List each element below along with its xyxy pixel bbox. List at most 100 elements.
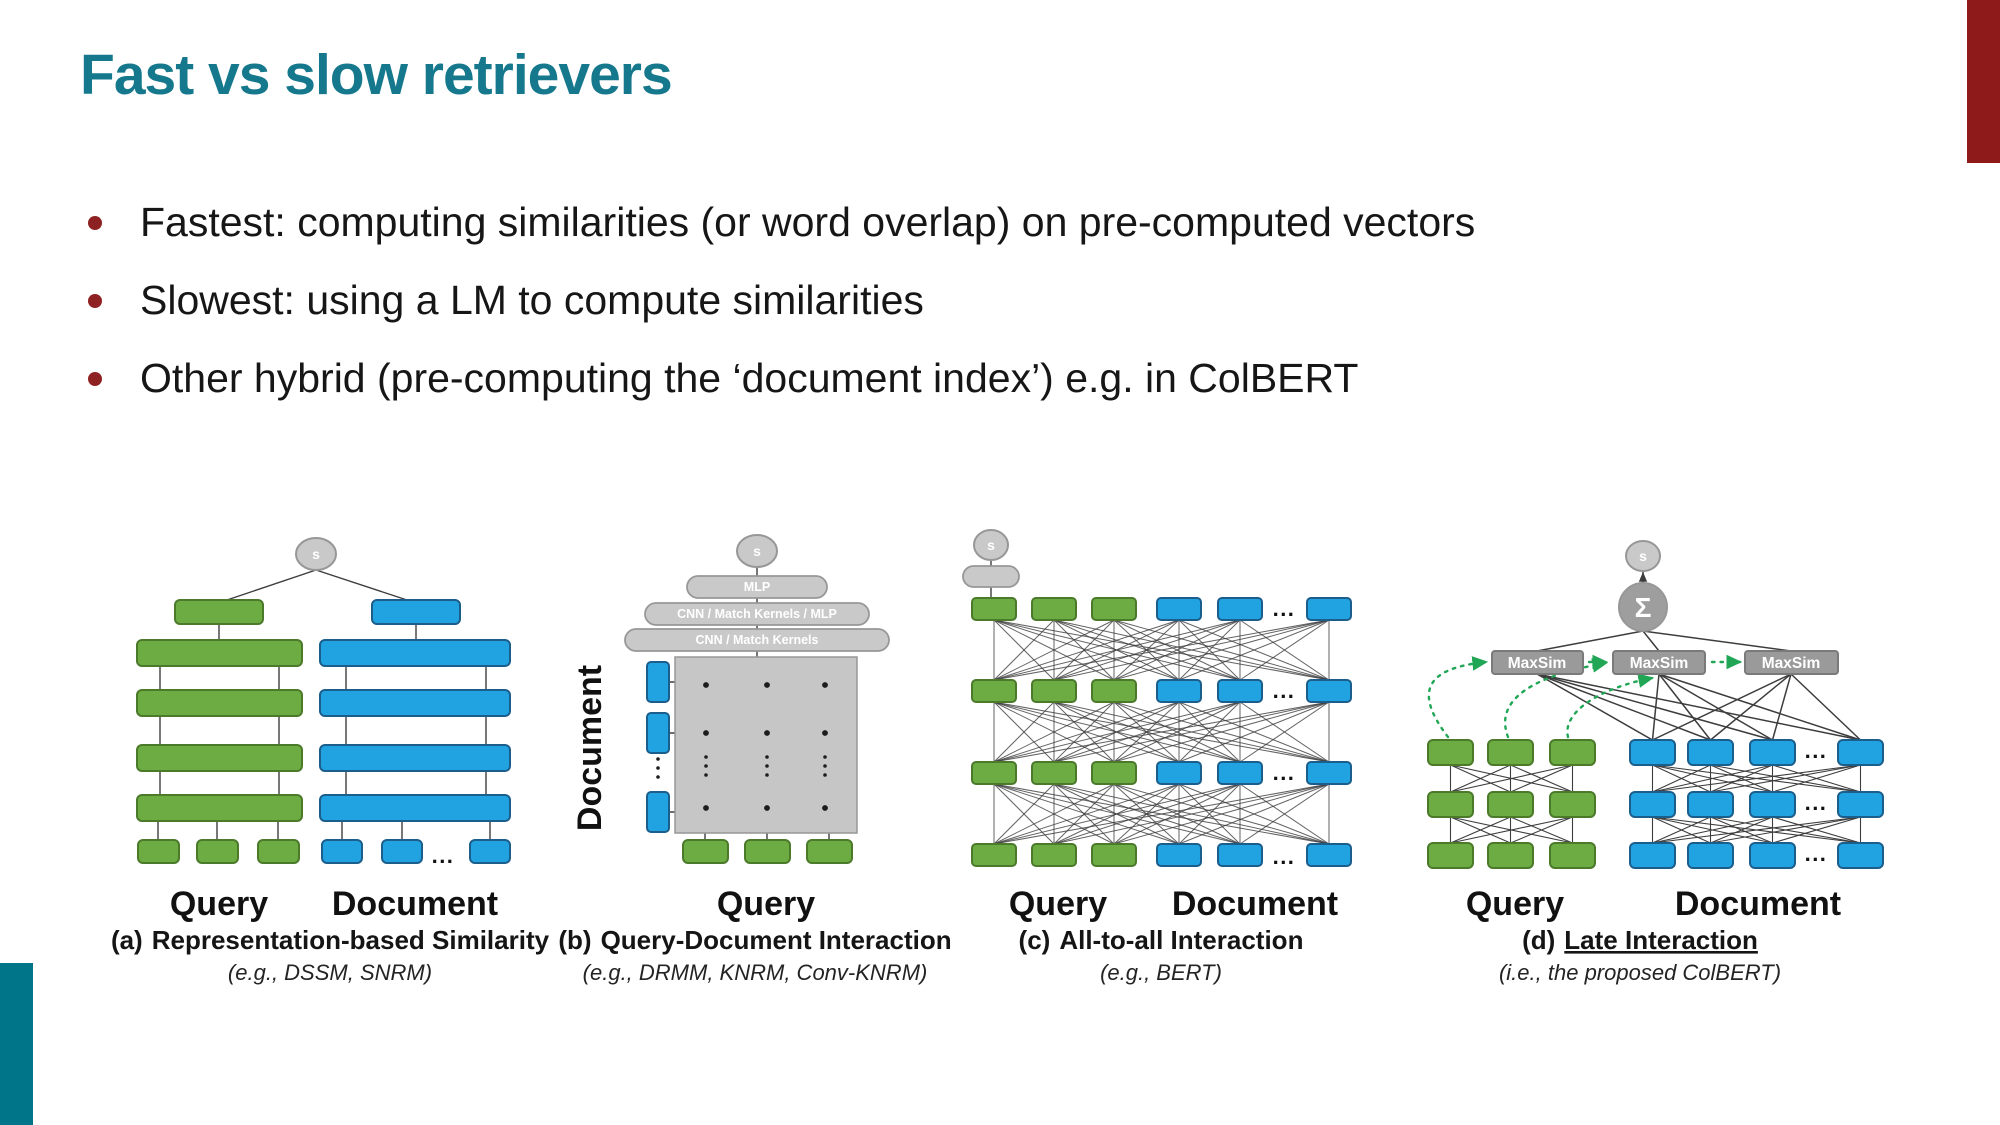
connector-line xyxy=(1053,701,1241,763)
token-box xyxy=(1749,842,1796,869)
connector-line xyxy=(993,619,1055,681)
matrix-dot xyxy=(704,773,708,777)
ellipsis-label: ... xyxy=(1273,678,1296,703)
token-box xyxy=(1156,761,1202,785)
token-box xyxy=(1217,843,1263,867)
token-box xyxy=(469,839,511,864)
token-box xyxy=(321,839,363,864)
maxsim-label: MaxSim xyxy=(1762,655,1821,672)
token-box xyxy=(1749,791,1796,818)
layer-pill xyxy=(624,628,890,652)
panel-a-subcaption: (e.g., DSSM, SNRM) xyxy=(228,960,432,985)
connector-line xyxy=(993,701,1055,763)
score-node xyxy=(295,537,337,571)
connector-line xyxy=(1536,673,1773,741)
connector-line xyxy=(1771,673,1792,741)
connector-line xyxy=(1651,673,1660,741)
score-node-label: s xyxy=(1639,548,1647,564)
connector-line xyxy=(1652,764,1711,793)
list-item: Fastest: computing similarities (or word… xyxy=(88,198,1848,246)
token-box xyxy=(1031,679,1077,703)
token-box xyxy=(1629,739,1676,766)
token-box xyxy=(806,839,853,864)
connector-line xyxy=(1658,673,1773,741)
panel-d-caption: (d)Late Interaction xyxy=(1522,925,1758,955)
token-box xyxy=(1091,679,1137,703)
connector-line xyxy=(1642,630,1660,652)
layer-pill xyxy=(962,565,1020,588)
connector-line xyxy=(993,619,1115,681)
token-box xyxy=(1091,597,1137,621)
connector-line xyxy=(1536,673,1711,741)
panel-b-caption: (b)Query-Document Interaction xyxy=(558,925,951,955)
score-node xyxy=(736,534,778,568)
connector-line xyxy=(1652,764,1773,793)
matrix-dot xyxy=(822,682,828,688)
token-box xyxy=(971,761,1017,785)
ellipsis-label: ... xyxy=(1805,841,1828,866)
connector-line xyxy=(993,783,1115,845)
token-box xyxy=(1427,791,1474,818)
token-box xyxy=(1687,739,1734,766)
cnn-kernels-mlp-pill-label: CNN / Match Kernels / MLP xyxy=(677,607,837,621)
matrix-dot xyxy=(764,682,770,688)
document-side-label: Document xyxy=(571,665,609,831)
layer-pill xyxy=(686,575,828,599)
token-box xyxy=(1031,597,1077,621)
connector-line xyxy=(1652,816,1711,844)
connector-line xyxy=(1536,673,1861,741)
token-box xyxy=(1217,679,1263,703)
token-box xyxy=(137,839,180,864)
connector-line xyxy=(1510,816,1573,844)
connector-line xyxy=(1652,764,1861,793)
panel-d-subcaption: (i.e., the proposed ColBERT) xyxy=(1499,960,1781,985)
bullet-dot-icon xyxy=(88,294,102,308)
connector-line xyxy=(1178,783,1330,845)
list-item: Other hybrid (pre-computing the ‘documen… xyxy=(88,354,1848,402)
token-box xyxy=(646,661,670,703)
connector-line xyxy=(993,701,1180,763)
ellipsis-label: ... xyxy=(1273,596,1296,621)
matrix-dot xyxy=(704,755,708,759)
token-box xyxy=(1091,761,1137,785)
ellipsis-label: ... xyxy=(1273,844,1296,869)
matrix-dot xyxy=(704,764,708,768)
token-box xyxy=(1629,842,1676,869)
token-box xyxy=(319,639,511,667)
connector-line xyxy=(993,783,1330,845)
connector-line xyxy=(1450,764,1573,793)
token-box xyxy=(319,689,511,717)
connector-line xyxy=(1178,783,1241,845)
document-label: Document xyxy=(1675,885,1841,923)
score-node xyxy=(1625,540,1661,572)
connector-line xyxy=(1113,701,1241,763)
token-box xyxy=(1427,739,1474,766)
connector-line xyxy=(1113,701,1330,763)
matrix-dot xyxy=(765,773,769,777)
token-box xyxy=(971,679,1017,703)
connector-line xyxy=(1053,783,1115,845)
bullet-dot-icon xyxy=(88,372,102,386)
mlp-pill-label: MLP xyxy=(744,580,770,594)
panel-c-caption: (c)All-to-all Interaction xyxy=(1019,925,1304,955)
score-node-label: s xyxy=(753,543,761,559)
token-box xyxy=(1837,842,1884,869)
connector-line xyxy=(993,701,1330,763)
sum-node-label: Σ xyxy=(1635,592,1652,623)
connector-line xyxy=(1710,673,1792,741)
page-title: Fast vs slow retrievers xyxy=(80,43,673,107)
list-item: Slowest: using a LM to compute similarit… xyxy=(88,276,1848,324)
connector-line xyxy=(315,569,411,602)
connector-line xyxy=(1239,619,1330,681)
token-box xyxy=(646,791,670,833)
token-box xyxy=(319,744,511,772)
connector-line xyxy=(1710,764,1861,793)
matrix-dot xyxy=(764,730,770,736)
connector-line xyxy=(1510,764,1573,793)
connector-line xyxy=(1772,816,1861,844)
token-box xyxy=(1687,842,1734,869)
token-box xyxy=(1549,791,1596,818)
connector-line xyxy=(993,701,1241,763)
connector-line xyxy=(1239,783,1330,845)
